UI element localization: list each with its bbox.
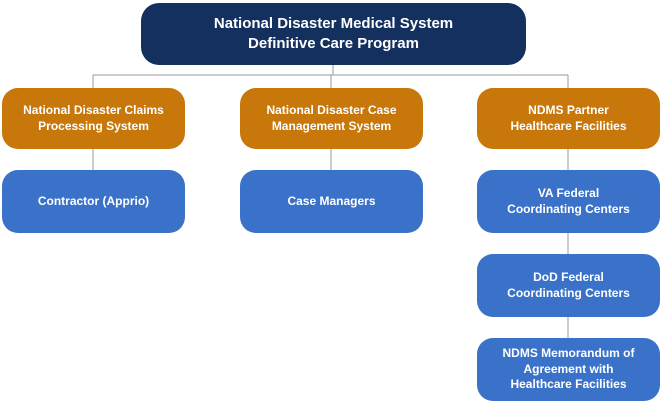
root-node-definitive-care-program: National Disaster Medical System Definit…: [141, 3, 526, 65]
leaf-node-dod-fcc: DoD Federal Coordinating Centers: [477, 254, 660, 317]
branch-node-case-management: National Disaster Case Management System: [240, 88, 423, 149]
leaf-node-va-fcc: VA Federal Coordinating Centers: [477, 170, 660, 233]
branch-node-claims-processing: National Disaster Claims Processing Syst…: [2, 88, 185, 149]
leaf-node-moa-facilities: NDMS Memorandum of Agreement with Health…: [477, 338, 660, 401]
branch-node-partner-facilities: NDMS Partner Healthcare Facilities: [477, 88, 660, 149]
leaf-node-contractor: Contractor (Apprio): [2, 170, 185, 233]
leaf-node-case-managers: Case Managers: [240, 170, 423, 233]
